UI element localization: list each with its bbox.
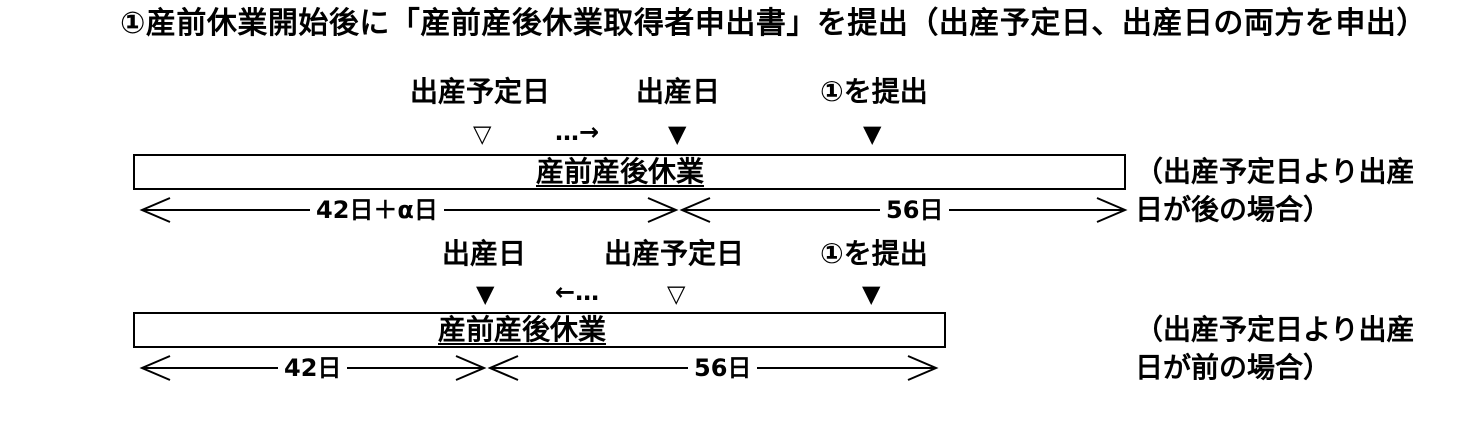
leave-period-label: 産前産後休業 xyxy=(438,313,607,346)
arrowhead-right-icon xyxy=(455,355,487,381)
post-birth-duration: 56日 xyxy=(688,356,758,380)
arrowhead-left-icon xyxy=(487,355,519,381)
birth-date-marker-filled-triangle: ▼ xyxy=(668,120,687,148)
pre-birth-duration: 42日＋α日 xyxy=(310,198,444,222)
arrowhead-right-icon xyxy=(647,197,679,223)
label-submit: ①を提出 xyxy=(820,75,928,108)
case-note-line2: 日が後の場合） xyxy=(1135,193,1332,226)
submit-marker-filled-triangle: ▼ xyxy=(863,120,882,148)
label-submit: ①を提出 xyxy=(820,237,928,270)
due-date-marker-outline-triangle: ▽ xyxy=(473,120,492,148)
submit-marker-filled-triangle: ▼ xyxy=(862,280,881,308)
label-due-date: 出産予定日 xyxy=(410,75,551,108)
pre-birth-duration: 42日 xyxy=(278,356,348,380)
label-due-date: 出産予定日 xyxy=(604,237,745,270)
case-note-line2: 日が前の場合） xyxy=(1135,351,1332,384)
label-birth-date: 出産日 xyxy=(442,237,527,270)
post-birth-duration: 56日 xyxy=(880,198,950,222)
birth-date-marker-filled-triangle: ▼ xyxy=(476,280,495,308)
label-birth-date: 出産日 xyxy=(636,75,721,108)
diagram-title: ①産前休業開始後に「産前産後休業取得者申出書」を提出（出産予定日、出産日の両方を… xyxy=(120,6,1427,41)
shift-arrow-left: ←… xyxy=(555,278,600,306)
due-date-marker-outline-triangle: ▽ xyxy=(667,280,686,308)
arrowhead-left-icon xyxy=(139,355,171,381)
case-note-line1: （出産予定日より出産 xyxy=(1135,313,1415,346)
leave-period-label: 産前産後休業 xyxy=(536,155,705,188)
shift-arrow-right: …→ xyxy=(555,118,600,146)
leave-period-bar-case-later xyxy=(133,154,1126,190)
case-note-line1: （出産予定日より出産 xyxy=(1135,155,1415,188)
arrowhead-left-icon xyxy=(139,197,171,223)
arrowhead-left-icon xyxy=(679,197,711,223)
arrowhead-right-icon xyxy=(1096,197,1128,223)
leave-period-bar-case-earlier xyxy=(133,312,946,348)
arrowhead-right-icon xyxy=(907,355,939,381)
